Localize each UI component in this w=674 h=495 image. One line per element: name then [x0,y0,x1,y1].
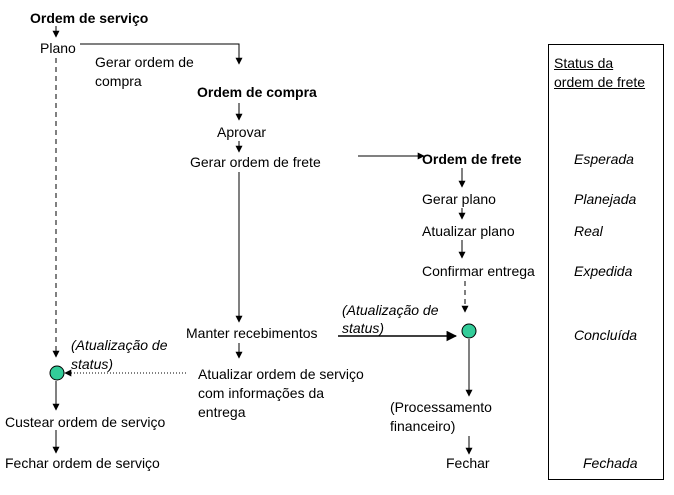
status-node-right [461,323,477,339]
close-freight-step: Fechar [446,455,490,471]
update-so-line2: com informações da [198,385,325,401]
plan-step: Plano [40,40,76,56]
status-header-line1: Status da [554,55,614,71]
update-plan-step: Atualizar plano [422,223,515,239]
so-status-update-line1: (Atualização de [71,337,168,353]
generate-po-line2: compra [95,73,142,89]
confirm-delivery-step: Confirmar entrega [422,263,535,279]
maintain-receipts-step: Manter recebimentos [186,325,318,341]
approve-step: Aprovar [217,124,267,140]
generate-freight-step: Gerar ordem de frete [190,154,321,170]
status-expected: Esperada [574,151,634,167]
status-shipped: Expedida [574,263,633,279]
status-closed: Fechada [583,455,638,471]
generate-plan-step: Gerar plano [422,191,496,207]
status-panel [548,44,664,480]
update-so-line1: Atualizar ordem de serviço [198,366,364,382]
status-completed: Concluída [574,327,638,343]
so-status-update-line2: status) [71,356,114,372]
fo-status-update-line1: (Atualização de [342,302,439,318]
service-order-title: Ordem de serviço [30,10,149,26]
status-header-line2: ordem de frete [554,74,646,90]
update-so-line3: entrega [198,404,246,420]
purchase-order-title: Ordem de compra [197,84,317,100]
status-planned: Planejada [574,191,637,207]
fo-status-update-line2: status) [342,320,385,336]
status-node-left [49,365,65,381]
cost-service-order: Custear ordem de serviço [5,414,166,430]
arrow-plan-to-po [80,43,243,65]
financial-line1: (Processamento [390,399,492,415]
status-actual: Real [574,223,603,239]
generate-po-line1: Gerar ordem de [95,54,194,70]
close-service-order: Fechar ordem de serviço [5,455,160,471]
financial-line2: financeiro) [390,418,456,434]
freight-order-title: Ordem de frete [422,151,522,167]
